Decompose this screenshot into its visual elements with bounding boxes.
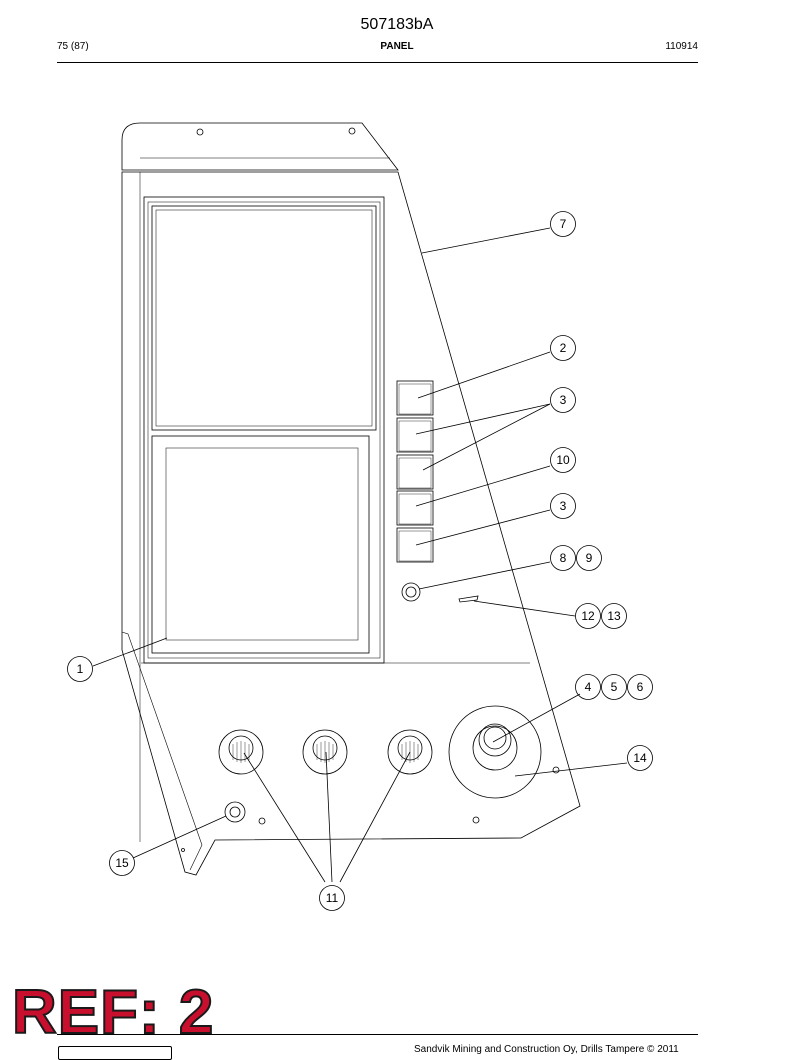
callout-label-8: 8 [560,551,567,565]
section-title: PANEL [380,41,414,52]
header-rule [57,62,698,63]
joystick [448,705,542,799]
document-id: 507183bA [360,16,434,33]
callout-label-9: 9 [586,551,593,565]
callout-label-3a: 3 [560,393,567,407]
callout-circle-4 [575,674,601,700]
callout-circle-11 [319,885,345,911]
company-logo [58,1046,172,1060]
callout-label-12: 12 [581,609,595,623]
callout-circle-10 [550,447,576,473]
callout-circle-5 [601,674,627,700]
upper-display [151,205,377,431]
callout-circle-2 [550,335,576,361]
display-bezel [143,196,385,664]
indicator-light [401,582,421,602]
button-3c [396,527,434,563]
callout-circle-12 [575,603,601,629]
callout-label-13: 13 [607,609,621,623]
button-3a [396,417,434,453]
callout-circle-1 [67,656,93,682]
knob-left [218,729,264,775]
callout-label-4: 4 [585,680,592,694]
callout-label-1: 1 [77,662,84,676]
callout-label-11: 11 [326,891,339,905]
panel-body [121,171,581,876]
callout-circle-3a [550,387,576,413]
footer-copyright: Sandvik Mining and Construction Oy, Dril… [414,1044,679,1055]
callout-label-7: 7 [560,217,567,231]
panel-top-plate [121,122,399,171]
callout-circle-7 [550,211,576,237]
ref-stamp: REF: 2 [11,978,215,1047]
button-2 [396,380,434,416]
callout-circle-13 [601,603,627,629]
callout-label-10: 10 [556,453,570,467]
callout-label-15: 15 [115,856,129,870]
lower-display [151,435,370,654]
button-10 [396,490,434,526]
callout-label-3b: 3 [560,499,567,513]
small-switch [224,801,246,823]
button-3b [396,454,434,490]
document-code: 110914 [665,41,698,52]
callout-label-5: 5 [611,680,618,694]
callout-label-6: 6 [637,680,644,694]
callout-label-14: 14 [633,751,647,765]
knob-middle [302,729,348,775]
callout-circle-3b [550,493,576,519]
callout-label-2: 2 [560,341,567,355]
callout-circle-6 [627,674,653,700]
page-number: 75 (87) [57,41,89,52]
slot [458,595,479,603]
callout-circle-14 [627,745,653,771]
callout-circle-9 [576,545,602,571]
footer-rule [57,1034,698,1035]
callout-circle-8 [550,545,576,571]
callout-circle-15 [109,850,135,876]
